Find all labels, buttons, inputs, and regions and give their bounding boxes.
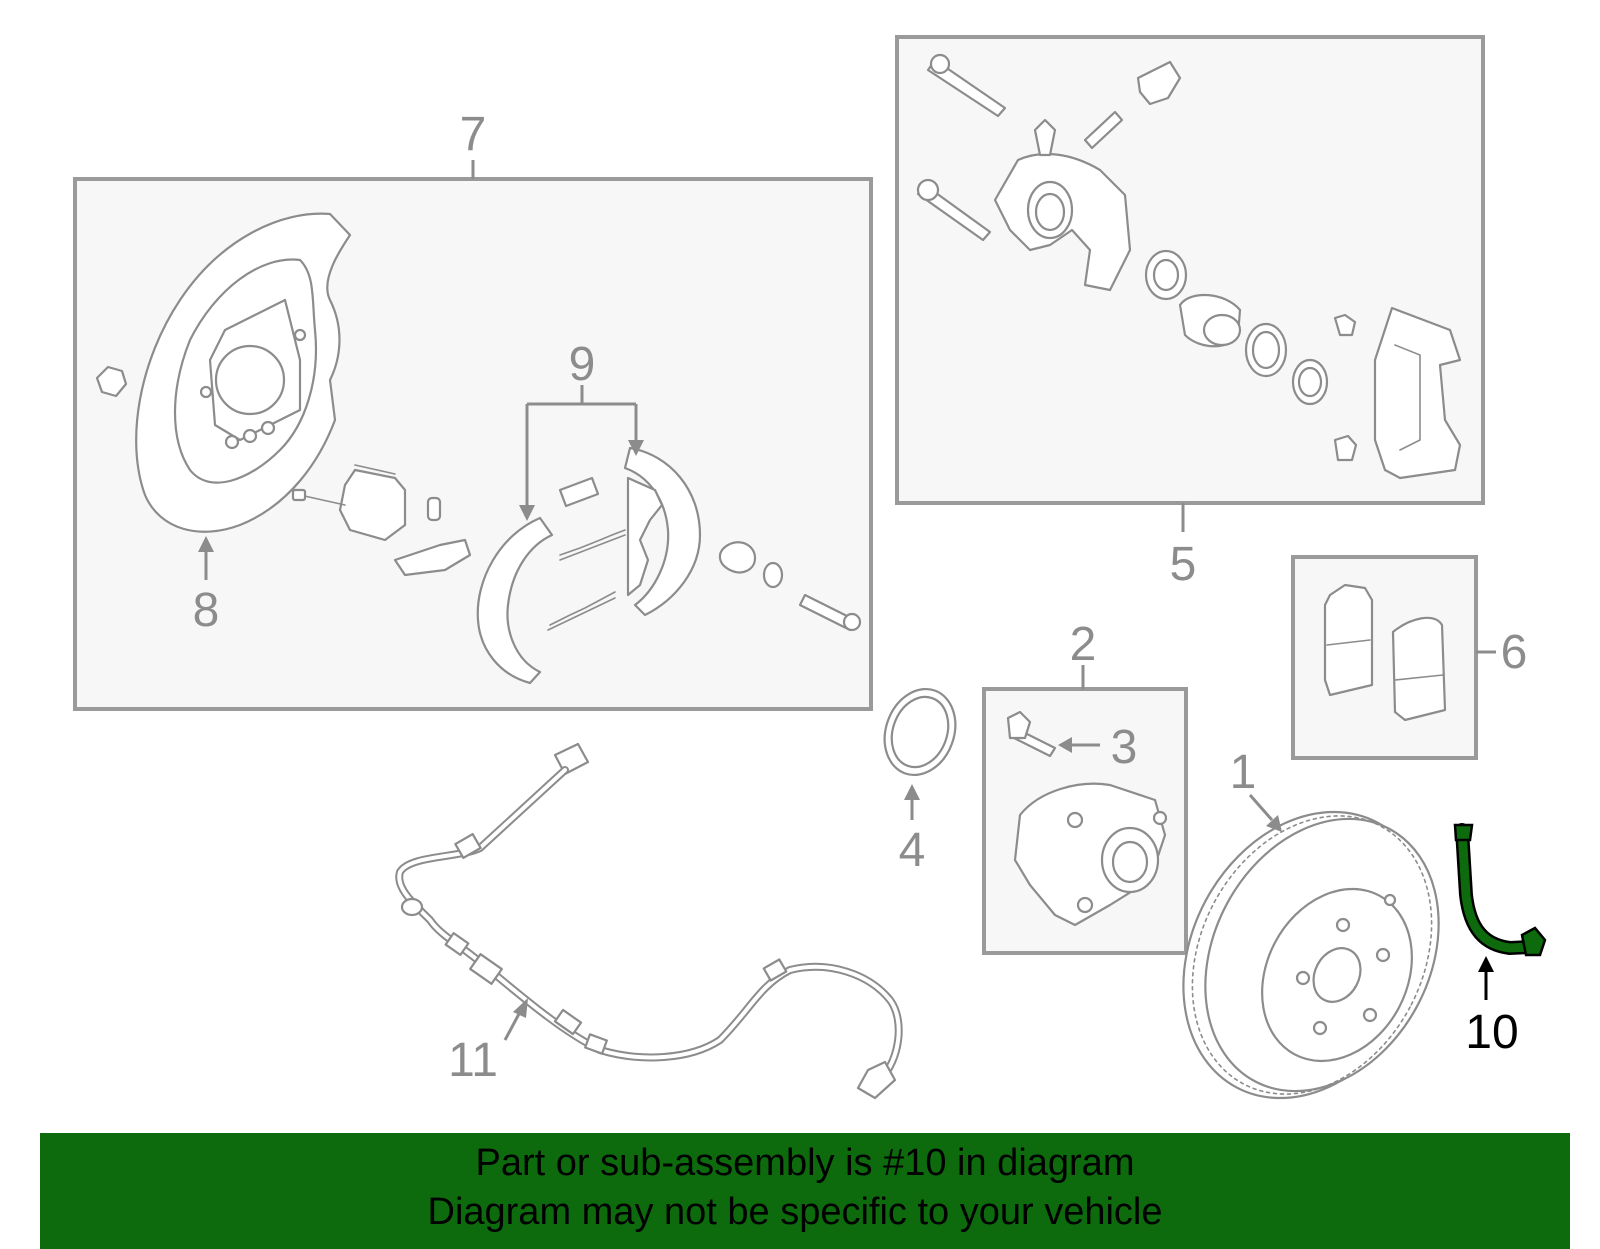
callout-8[interactable]: 8 [193, 584, 220, 637]
abs-sensor-wire-part-11[interactable] [395, 742, 903, 1100]
brake-pads-part-6[interactable] [1323, 583, 1447, 722]
banner-line-part-number: Part or sub-assembly is #10 in diagram [475, 1142, 1135, 1184]
group-box-6: 6 [1291, 555, 1528, 760]
callout-9[interactable]: 9 [569, 338, 596, 391]
brake-shoes-part-9[interactable]: 9 [476, 338, 702, 685]
callout-1[interactable]: 1 [1230, 746, 1257, 799]
leader-11 [503, 1011, 522, 1041]
info-banner: Part or sub-assembly is #10 in diagram D… [40, 1133, 1570, 1249]
spring-hardware[interactable] [547, 476, 862, 632]
leader-1 [1248, 794, 1274, 821]
callout-6[interactable]: 6 [1501, 626, 1528, 679]
callout-10[interactable]: 10 [1465, 1006, 1518, 1059]
brake-rotor-part-1[interactable] [1135, 769, 1484, 1142]
hub-bolt-part-3[interactable] [1006, 710, 1057, 758]
callout-11[interactable]: 11 [448, 1034, 498, 1087]
callout-3[interactable]: 3 [1111, 721, 1138, 774]
banner-line-disclaimer: Diagram may not be specific to your vehi… [427, 1191, 1163, 1233]
callout-5[interactable]: 5 [1170, 538, 1197, 591]
backing-plate-part-8[interactable] [95, 212, 352, 533]
adjuster-lever-parts[interactable] [291, 464, 472, 577]
seal-ring-part-4[interactable] [873, 679, 967, 785]
callout-7[interactable]: 7 [460, 108, 487, 161]
callout-4[interactable]: 4 [899, 824, 926, 877]
wheel-hub-part-2[interactable] [1013, 782, 1168, 927]
caliper-parts[interactable] [916, 53, 1462, 480]
callout-2[interactable]: 2 [1070, 618, 1097, 671]
brake-hose-part-10[interactable] [1453, 823, 1547, 957]
